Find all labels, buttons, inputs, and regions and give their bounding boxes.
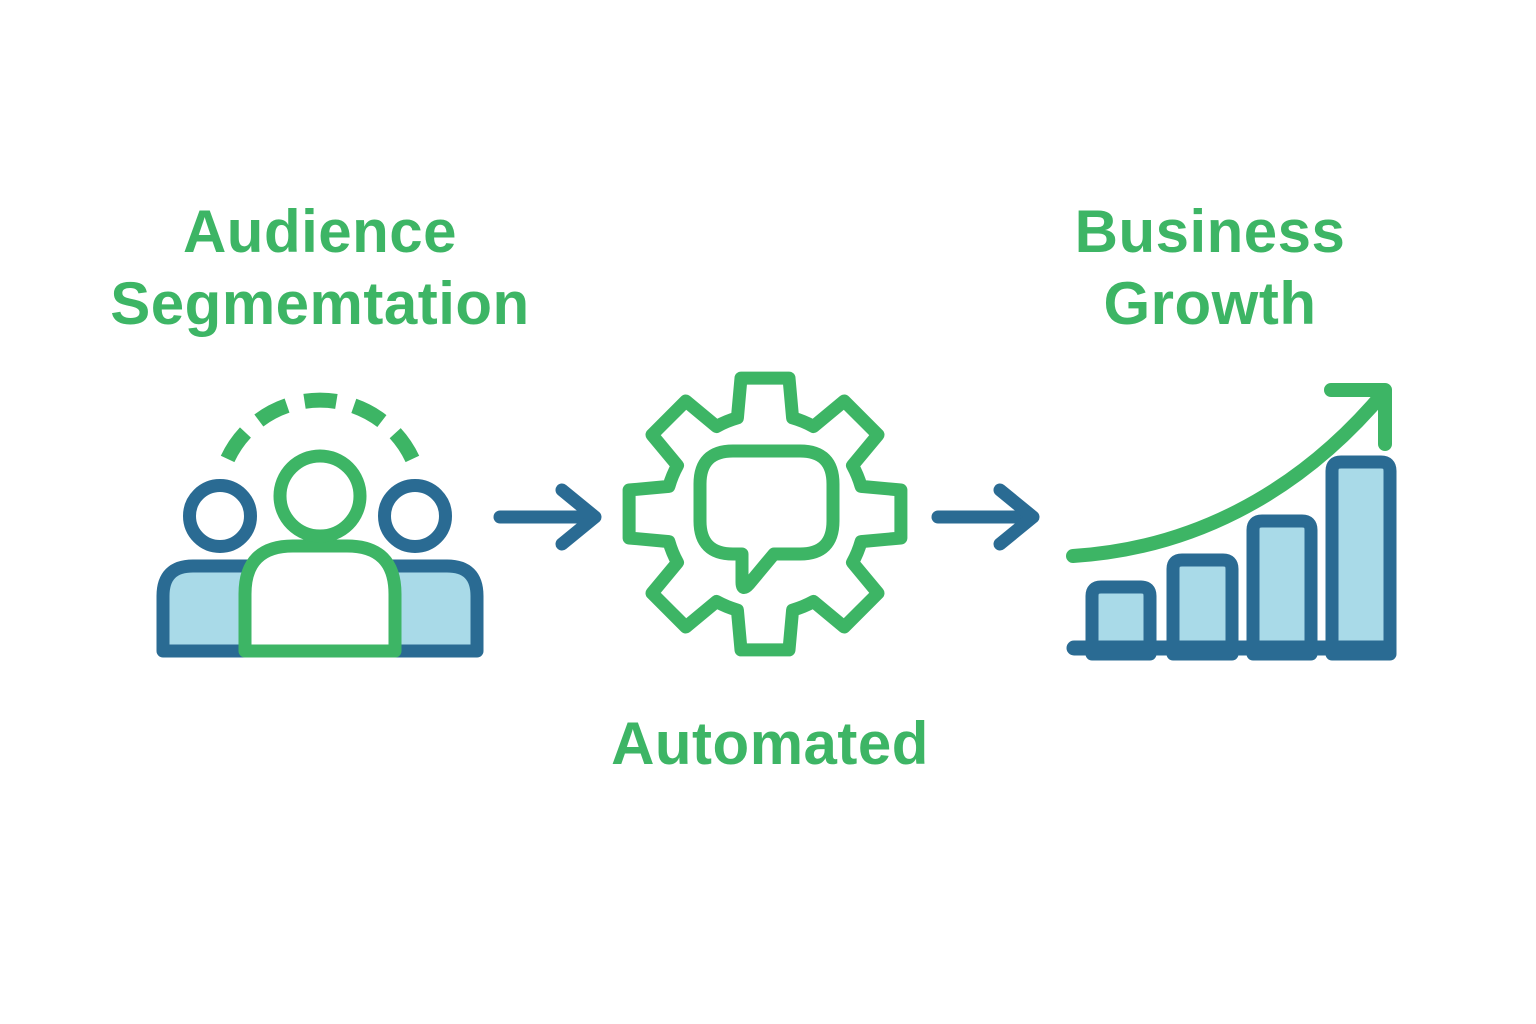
left-person-head [183, 479, 257, 553]
trend-arrowhead [1324, 383, 1392, 451]
audience-label: Audience Segmemtation [60, 196, 580, 340]
audience-group-icon [156, 392, 484, 658]
arrow-right-icon [931, 483, 1040, 551]
growth-label: Business Growth [950, 196, 1470, 340]
bar-3 [1246, 514, 1318, 661]
trend-curve [1066, 384, 1392, 563]
center-person-body [238, 539, 402, 658]
center-person-head [273, 449, 367, 543]
audience-label-line1: Audience [182, 198, 458, 265]
bar-2 [1166, 553, 1239, 661]
automated-label: Automated [611, 710, 929, 777]
growth-label-line1: Business [1074, 198, 1346, 265]
arrow-right-icon [493, 483, 602, 551]
gear-speech-bubble-icon [622, 371, 908, 657]
growth-label-line2: Growth [1103, 270, 1317, 337]
speech-bubble [693, 444, 840, 594]
bar-1 [1085, 580, 1157, 661]
bar-4 [1325, 455, 1397, 661]
audience-label-line2: Segmemtation [110, 270, 530, 337]
dashed-arc [220, 392, 420, 463]
bar-chart-growth-arrow-icon [1066, 383, 1397, 661]
right-person-head [378, 479, 452, 553]
